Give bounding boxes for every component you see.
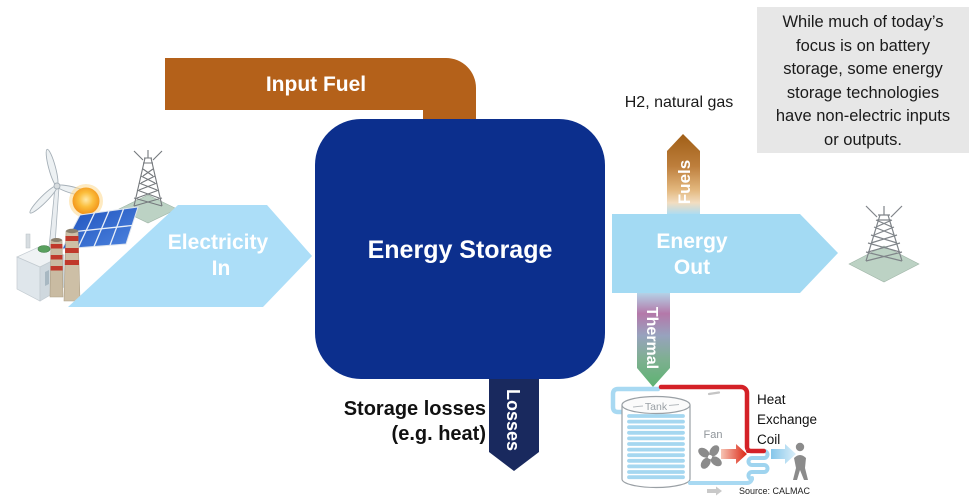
- source-caption: Source: CALMAC: [739, 486, 811, 496]
- note-box: While much of today’s focus is on batter…: [757, 7, 969, 153]
- input-fuel-label: Input Fuel: [266, 73, 366, 96]
- thermal-label: Thermal: [643, 307, 660, 369]
- fan-label: Fan: [704, 429, 723, 441]
- fuels-label: Fuels: [675, 160, 694, 204]
- energy-storage-box: [315, 119, 605, 379]
- solar-panel-icon: [61, 206, 139, 250]
- person-icon: [793, 442, 808, 480]
- fuels-arrow: [667, 134, 700, 214]
- blue-pipe: [610, 386, 661, 415]
- thermal-storage-clipart: Tank Fan Source: CALMAC: [610, 384, 811, 496]
- energy-storage-label: Energy Storage: [368, 236, 553, 264]
- transmission-tower-icon-right: [848, 205, 920, 283]
- energy-out-label-line1: Energy: [656, 230, 728, 253]
- losses-arrow: [489, 370, 539, 471]
- sun-icon: [69, 184, 103, 218]
- thermal-arrow: [637, 293, 670, 387]
- electricity-in-arrow: [68, 205, 312, 307]
- blue-flow-arrow-icon: [771, 444, 796, 464]
- losses-caption-line1: Storage losses: [344, 398, 486, 420]
- losses-caption-line2: (e.g. heat): [392, 423, 486, 445]
- fan-icon: [698, 445, 722, 469]
- tank-coil-icon: [627, 414, 685, 480]
- heat-exchange-coil-label: Heat Exchange Coil: [757, 392, 818, 447]
- power-plant-icon: [16, 228, 81, 302]
- electricity-in-label-line2: In: [212, 257, 231, 280]
- input-fuel-arrow: [165, 58, 476, 125]
- heat-exchange-coil-icon: [746, 449, 770, 481]
- fuels-annotation: H2, natural gas: [625, 94, 734, 111]
- electricity-in-label-line1: Electricity: [168, 231, 269, 254]
- tank-label: Tank: [645, 401, 668, 413]
- small-gray-arrow-icon: [707, 486, 722, 496]
- blue-return-pipe: [688, 476, 754, 485]
- losses-label: Losses: [503, 389, 523, 451]
- energy-out-label-line2: Out: [674, 256, 710, 279]
- red-flow-arrow-icon: [721, 444, 747, 464]
- energy-out-arrow: [612, 214, 838, 293]
